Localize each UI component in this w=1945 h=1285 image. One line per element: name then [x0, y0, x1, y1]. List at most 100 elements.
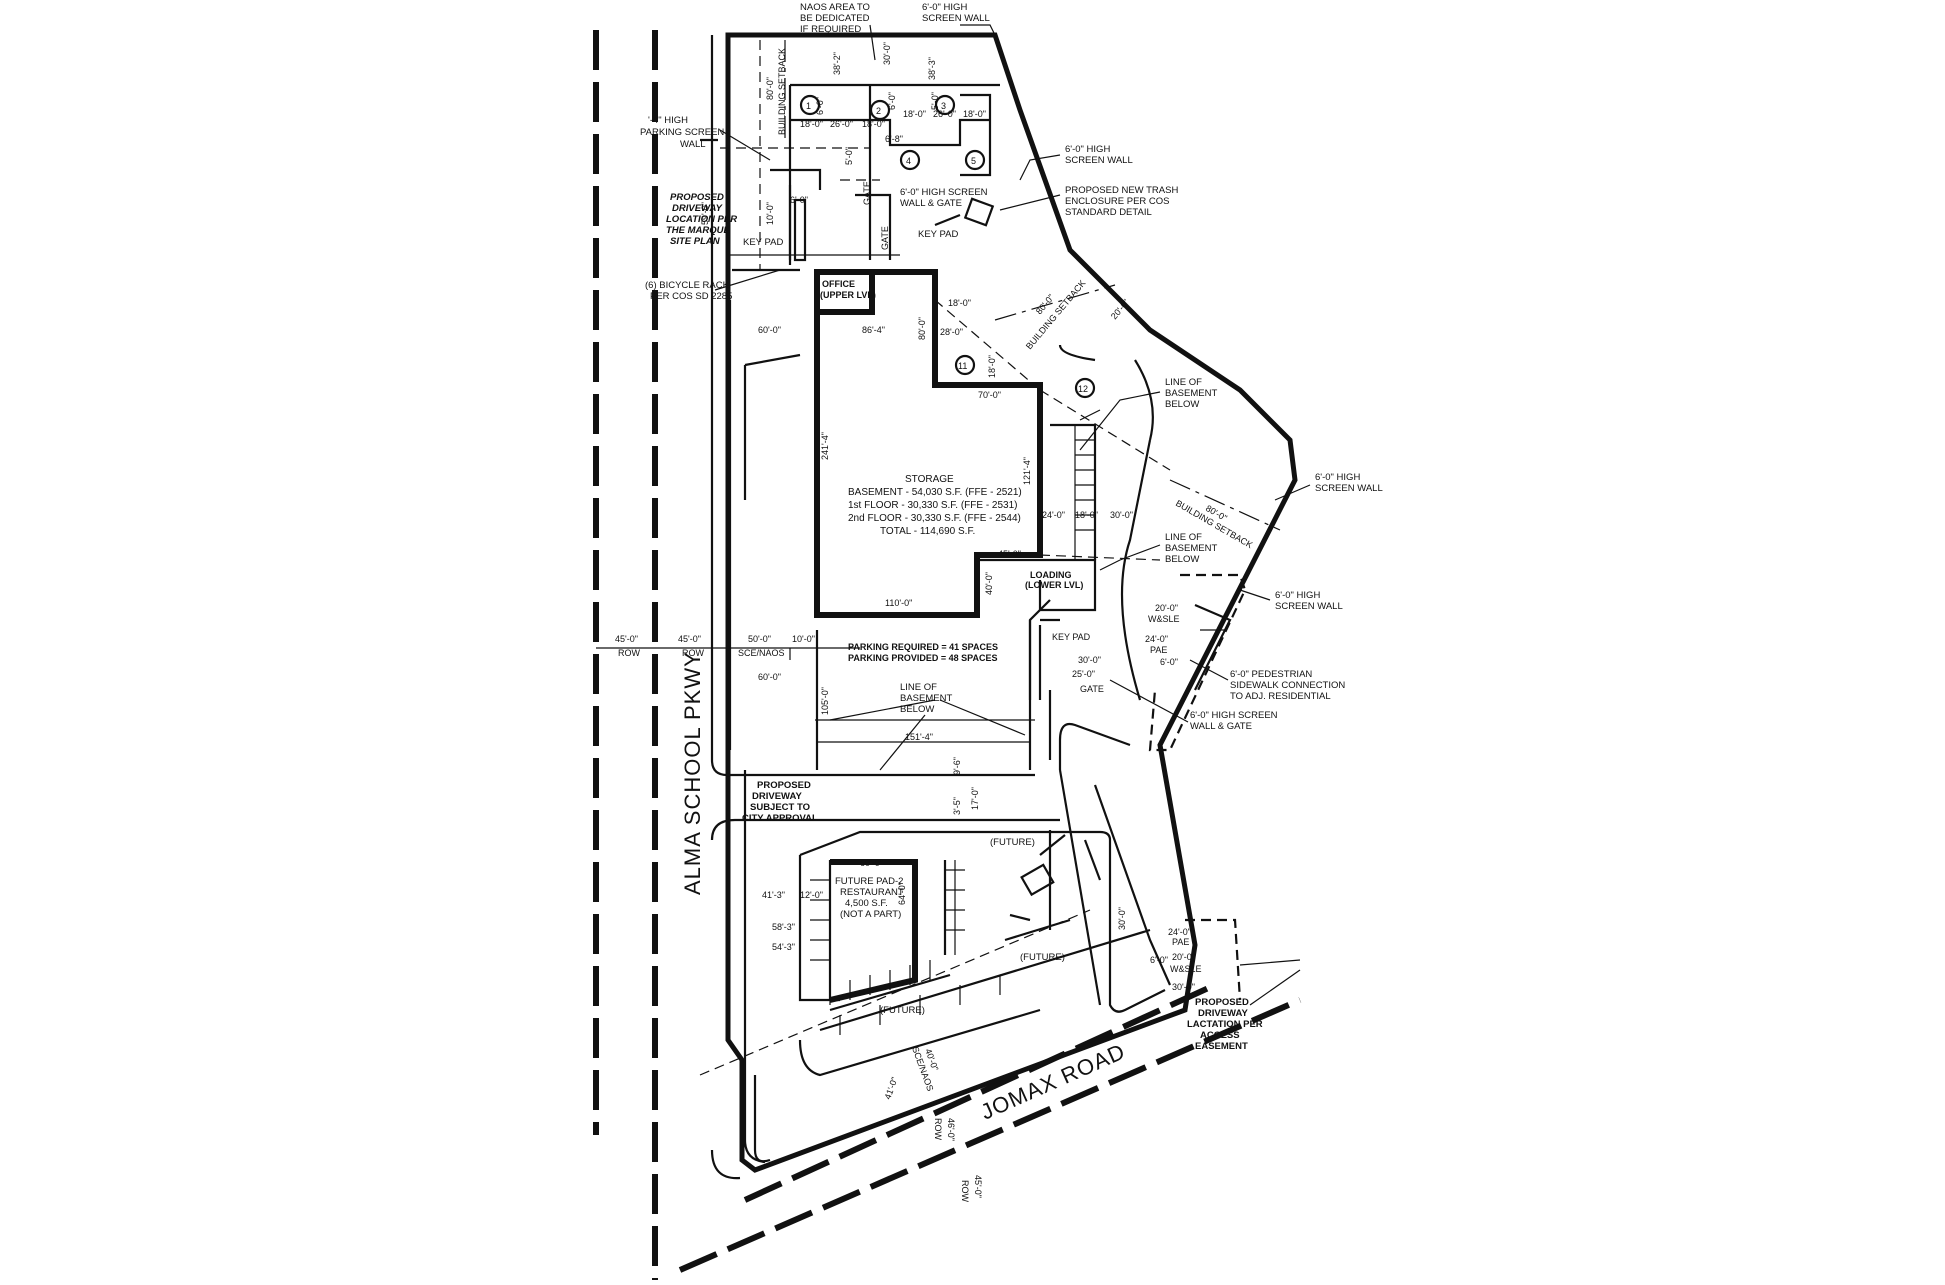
svg-text:SUBJECT TO: SUBJECT TO — [750, 802, 810, 813]
svg-text:26'-0": 26'-0" — [933, 109, 956, 119]
svg-text:45'-0": 45'-0" — [678, 634, 701, 644]
svg-text:2: 2 — [876, 106, 881, 116]
svg-text:ENCLOSURE PER COS: ENCLOSURE PER COS — [1065, 196, 1170, 207]
svg-text:PARKING PROVIDED = 48 SPACES: PARKING PROVIDED = 48 SPACES — [848, 653, 997, 663]
svg-text:ACCESS: ACCESS — [1200, 1030, 1240, 1041]
svg-text:PARKING REQUIRED = 41 SPACES: PARKING REQUIRED = 41 SPACES — [848, 642, 998, 652]
jomax-road-lines — [678, 982, 1302, 1273]
svg-text:BE DEDICATED: BE DEDICATED — [800, 13, 870, 24]
svg-text:6'-8": 6'-8" — [885, 134, 903, 144]
svg-text:151'-4": 151'-4" — [905, 732, 933, 742]
svg-text:WALL & GATE: WALL & GATE — [900, 198, 962, 209]
svg-text:30'-0": 30'-0" — [1110, 510, 1133, 520]
leader-lines — [714, 24, 1311, 771]
svg-text:4,500 S.F.: 4,500 S.F. — [845, 898, 888, 909]
svg-text:PAE: PAE — [1172, 937, 1189, 947]
svg-text:45'-0": 45'-0" — [615, 634, 638, 644]
svg-text:38'-2": 38'-2" — [832, 52, 842, 75]
svg-text:10'-0": 10'-0" — [792, 634, 815, 644]
svg-text:KEY PAD: KEY PAD — [1052, 632, 1091, 642]
svg-text:6'-0": 6'-0" — [1150, 955, 1168, 965]
svg-text:PROPOSED: PROPOSED — [1195, 997, 1249, 1008]
svg-text:BASEMENT: BASEMENT — [1165, 388, 1217, 399]
svg-text:SCREEN WALL: SCREEN WALL — [1275, 601, 1343, 612]
svg-text:BELOW: BELOW — [900, 704, 934, 715]
svg-text:24'-0": 24'-0" — [1042, 510, 1065, 520]
svg-text:18'-0": 18'-0" — [800, 119, 823, 129]
svg-text:LOADING: LOADING — [1030, 570, 1072, 580]
svg-text:CITY APPROVAL: CITY APPROVAL — [742, 813, 818, 824]
pad2-parking-stripes — [810, 869, 1001, 1035]
svg-text:46'-0": 46'-0" — [946, 1118, 956, 1141]
svg-text:PROPOSED NEW TRASH: PROPOSED NEW TRASH — [1065, 185, 1178, 196]
svg-text:ROW: ROW — [960, 1180, 970, 1203]
svg-text:5: 5 — [971, 156, 976, 166]
svg-text:LACTATION PER: LACTATION PER — [1187, 1019, 1263, 1030]
pedestrian-sidewalk — [1148, 573, 1247, 752]
svg-text:LOCATION PER: LOCATION PER — [666, 214, 737, 225]
svg-text:11: 11 — [958, 361, 967, 371]
svg-text:58'-3": 58'-3" — [772, 922, 795, 932]
svg-text:17'-0": 17'-0" — [970, 787, 980, 810]
svg-text:GATE: GATE — [880, 226, 890, 250]
svg-text:1: 1 — [806, 101, 811, 111]
stair-hatch — [1075, 439, 1095, 531]
svg-text:26'-0": 26'-0" — [830, 119, 853, 129]
svg-text:25'-0": 25'-0" — [1072, 669, 1095, 679]
svg-text:LINE OF: LINE OF — [1165, 532, 1202, 543]
svg-text:6'-0" HIGH SCREEN: 6'-0" HIGH SCREEN — [1190, 710, 1278, 721]
south-parking — [815, 620, 1052, 770]
svg-text:6'-0": 6'-0" — [815, 97, 825, 115]
svg-text:SCE/NAOS: SCE/NAOS — [738, 648, 785, 658]
building-setback-lines — [784, 40, 1281, 531]
alma-school-road-lines — [593, 30, 658, 1280]
svg-text:1st FLOOR - 30,330 S.F. (FFE -: 1st FLOOR - 30,330 S.F. (FFE - 2531) — [848, 500, 1018, 511]
trash-enclosure — [963, 197, 995, 227]
svg-text:45'-0": 45'-0" — [998, 549, 1021, 559]
svg-text:GATE: GATE — [862, 181, 872, 205]
svg-text:2nd FLOOR - 30,330 S.F. (FFE -: 2nd FLOOR - 30,330 S.F. (FFE - 2544) — [848, 513, 1021, 524]
svg-text:LINE OF: LINE OF — [1165, 377, 1202, 388]
svg-text:TO ADJ. RESIDENTIAL: TO ADJ. RESIDENTIAL — [1230, 691, 1331, 702]
svg-text:60'-0": 60'-0" — [758, 325, 781, 335]
svg-text:PER COS SD 2285: PER COS SD 2285 — [650, 291, 732, 302]
svg-text:5'-0": 5'-0" — [844, 147, 854, 165]
svg-text:BASEMENT: BASEMENT — [900, 693, 952, 704]
svg-text:60'-0": 60'-0" — [758, 672, 781, 682]
svg-text:(FUTURE): (FUTURE) — [880, 1005, 925, 1016]
svg-text:18'-0": 18'-0" — [1075, 510, 1098, 520]
svg-text:80'-0": 80'-0" — [765, 77, 775, 100]
svg-text:6'-0" HIGH SCREEN: 6'-0" HIGH SCREEN — [900, 187, 988, 198]
drive-aisles — [700, 35, 1172, 1180]
svg-text:DRIVEWAY: DRIVEWAY — [1198, 1008, 1248, 1019]
svg-text:64'-0": 64'-0" — [897, 882, 907, 905]
svg-text:38'-3": 38'-3" — [927, 57, 937, 80]
svg-text:(6) BICYCLE RACK: (6) BICYCLE RACK — [645, 280, 730, 291]
svg-text:5'-0": 5'-0" — [930, 92, 940, 110]
svg-text:6'-0": 6'-0" — [790, 195, 808, 205]
svg-text:SCREEN WALL: SCREEN WALL — [1315, 483, 1383, 494]
future-pad-2 — [699, 830, 1166, 1163]
svg-text:BELOW: BELOW — [1165, 399, 1199, 410]
svg-text:BUILDING SETBACK: BUILDING SETBACK — [777, 48, 787, 135]
svg-text:18'-0": 18'-0" — [963, 109, 986, 119]
svg-text:WALL & GATE: WALL & GATE — [1190, 721, 1252, 732]
svg-text:59'-0": 59'-0" — [700, 202, 710, 225]
alma-school-road-label: ALMA SCHOOL PKWY — [680, 651, 705, 895]
svg-text:BUILDING SETBACK: BUILDING SETBACK — [1024, 278, 1088, 351]
svg-text:W&SLE: W&SLE — [1148, 614, 1180, 624]
property-boundary — [725, 32, 1298, 1173]
svg-text:IF REQUIRED: IF REQUIRED — [800, 24, 861, 35]
svg-text:70'-0": 70'-0" — [978, 390, 1001, 400]
svg-text:(FUTURE): (FUTURE) — [1020, 952, 1065, 963]
svg-text:45'-0": 45'-0" — [973, 1175, 983, 1198]
svg-text:24'-0": 24'-0" — [1145, 634, 1168, 644]
svg-text:EASEMENT: EASEMENT — [1195, 1041, 1248, 1052]
svg-text:105'-0": 105'-0" — [820, 687, 830, 715]
bottom-right-easement — [1185, 918, 1301, 1006]
svg-text:(LOWER LVL): (LOWER LVL) — [1025, 580, 1083, 590]
svg-text:(FUTURE): (FUTURE) — [990, 837, 1035, 848]
svg-text:4: 4 — [906, 156, 911, 166]
svg-text:ROW: ROW — [618, 648, 641, 658]
svg-text:30'-0": 30'-0" — [1117, 907, 1127, 930]
